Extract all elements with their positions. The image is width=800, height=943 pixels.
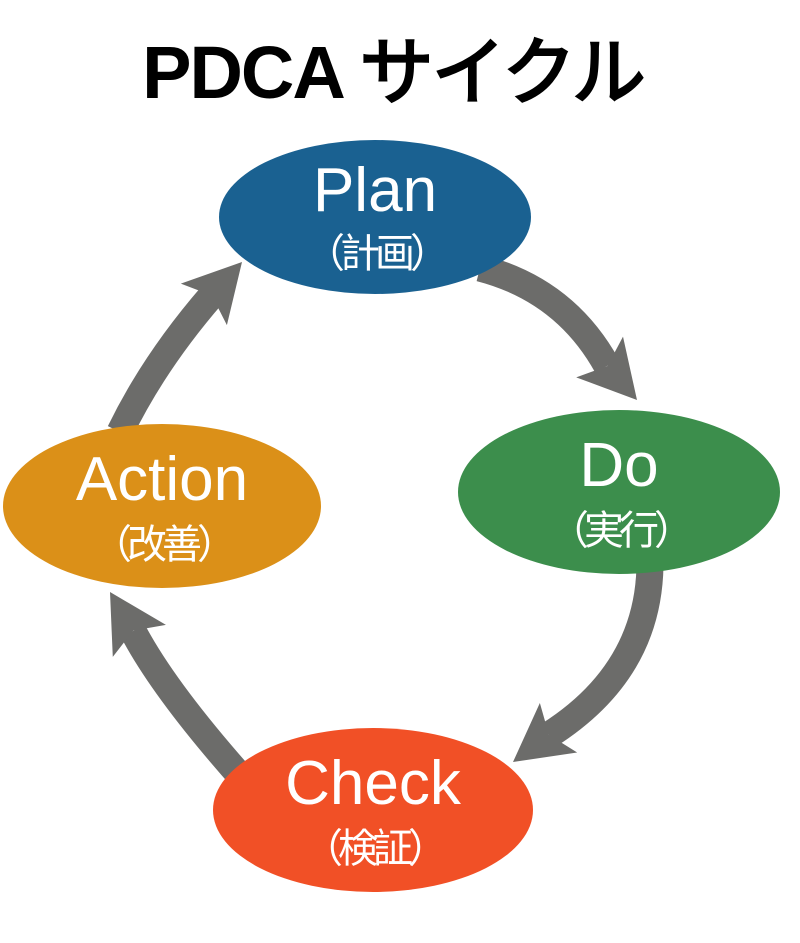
do-ellipse: [458, 410, 780, 574]
arrow-action-to-plan-icon: [107, 262, 242, 438]
action-ellipse: [3, 424, 321, 588]
action-label: Action: [76, 445, 248, 514]
node-plan: Plan （計画）: [219, 140, 531, 294]
node-action: Action （改善）: [3, 424, 321, 588]
diagram-title: PDCA サイクル: [142, 31, 644, 114]
do-sublabel: （実行）: [549, 509, 689, 553]
node-check: Check （検証）: [213, 728, 533, 892]
plan-sublabel: （計画）: [305, 232, 445, 276]
arrow-body: [121, 624, 253, 787]
do-label: Do: [579, 431, 658, 500]
check-sublabel: （検証）: [303, 827, 443, 871]
arrow-body: [107, 286, 223, 438]
arrow-head: [110, 592, 166, 657]
arrow-body: [541, 565, 664, 747]
arrow-do-to-check-icon: [513, 565, 664, 762]
arrow-body: [476, 254, 619, 373]
plan-ellipse: [219, 140, 531, 294]
check-label: Check: [285, 749, 462, 818]
arrow-plan-to-do-icon: [476, 254, 637, 400]
arrow-head: [576, 336, 637, 400]
check-ellipse: [213, 728, 533, 892]
node-do: Do （実行）: [458, 410, 780, 574]
arrow-head: [180, 262, 242, 326]
arrow-head: [513, 702, 578, 762]
plan-label: Plan: [313, 156, 437, 225]
action-sublabel: （改善）: [92, 523, 232, 567]
arrow-check-to-action-icon: [110, 592, 253, 787]
